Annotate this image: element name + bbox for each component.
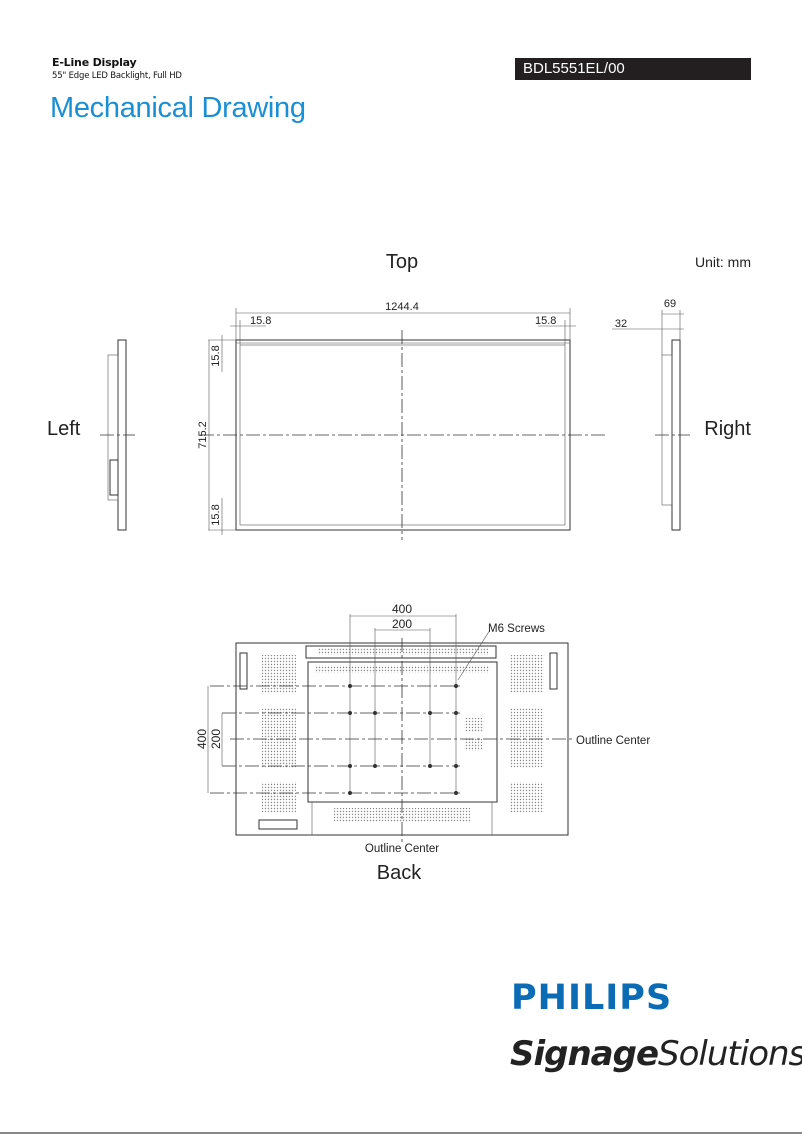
dim-depth: 69	[664, 298, 676, 310]
page-title: Mechanical Drawing	[50, 92, 306, 124]
dim-bezel-top: 15.8	[210, 345, 222, 366]
right-view-label: Right	[704, 418, 751, 440]
dim-bezel-bottom: 15.8	[210, 504, 222, 525]
outline-center-v-label: Outline Center	[365, 843, 439, 855]
left-side-view: Left	[47, 339, 135, 531]
right-side-view: 69 32 Right	[612, 298, 751, 531]
dim-vesa-v-inner: 200	[209, 729, 223, 749]
screws-label: M6 Screws	[488, 623, 545, 635]
back-view-label: Back	[377, 862, 422, 884]
product-line: E-Line Display	[52, 56, 137, 69]
product-description: 55" Edge LED Backlight, Full HD	[52, 71, 182, 81]
front-view: 1244.4 15.8 15.8 15.8 715.2 15.8	[197, 301, 605, 540]
dim-bezel-right: 15.8	[535, 315, 556, 327]
signage-text: Signage	[510, 1034, 659, 1074]
philips-logo: PHILIPS	[511, 978, 673, 1018]
back-view: 400 200 400 200 M6 Screws Outline Center…	[195, 602, 650, 884]
dim-vesa-h-inner: 200	[392, 617, 412, 631]
left-view-label: Left	[47, 418, 81, 440]
unit-label: Unit: mm	[695, 254, 751, 270]
outline-center-h-label: Outline Center	[576, 735, 650, 747]
bottom-divider	[0, 1132, 802, 1134]
dim-bezel-left: 15.8	[250, 315, 271, 327]
dim-height: 715.2	[197, 421, 209, 449]
signage-solutions-logo: SignageSolutions	[510, 1034, 802, 1074]
solutions-text: Solutions	[658, 1034, 802, 1074]
model-number-badge: BDL5551EL/00	[515, 58, 751, 80]
dim-vesa-h-outer: 400	[392, 602, 412, 616]
top-view-label: Top	[386, 251, 418, 273]
dim-width: 1244.4	[385, 301, 419, 313]
dim-depth-inner: 32	[615, 318, 627, 330]
dim-vesa-v-outer: 400	[195, 729, 209, 749]
